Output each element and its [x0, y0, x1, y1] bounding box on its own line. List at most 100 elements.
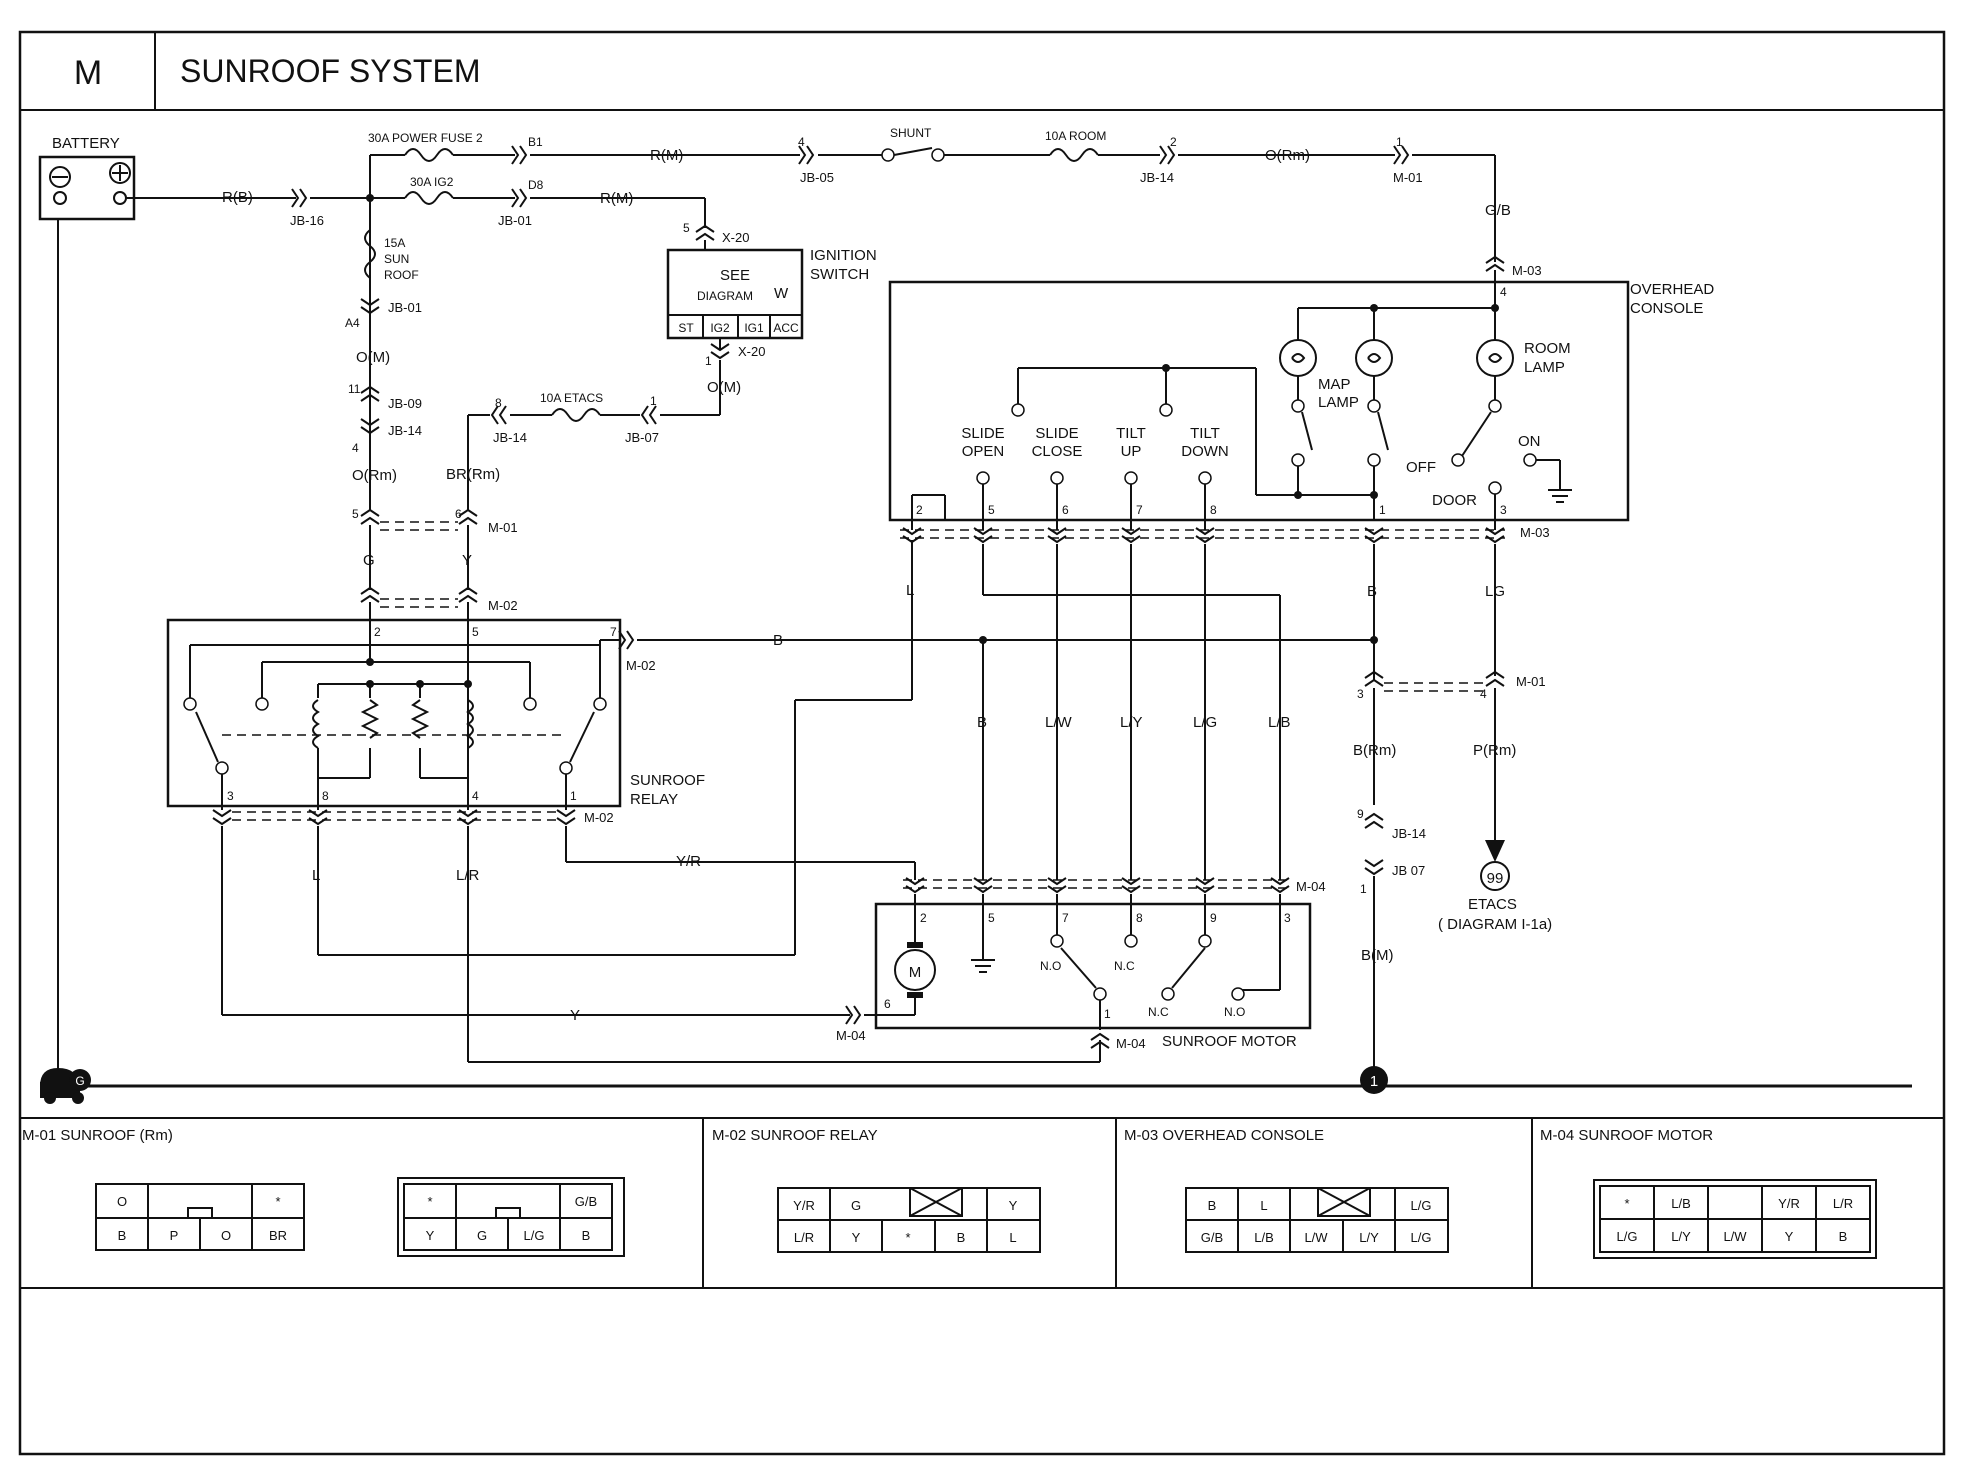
sw-tilt-down-1: TILT: [1190, 425, 1220, 442]
ign-pos-ig2: IG2: [710, 321, 730, 335]
wire-g: G: [363, 552, 375, 569]
page-frame: [18, 30, 1946, 1456]
svg-text:8: 8: [495, 396, 502, 410]
battery-label: BATTERY: [52, 135, 120, 152]
motor-label: SUNROOF MOTOR: [1162, 1033, 1297, 1050]
battery-positive-icon: [109, 162, 131, 184]
sw-tilt-down-2: DOWN: [1181, 443, 1229, 460]
fuse-sunroof-icon: [364, 229, 376, 279]
legend-m02-title: M-02 SUNROOF RELAY: [712, 1127, 878, 1144]
svg-text:4: 4: [1480, 687, 1487, 701]
fuse-etacs-label: 10A ETACS: [540, 391, 603, 405]
m03a-label: M-03: [1512, 263, 1542, 278]
ground-1-label: 1: [1370, 1073, 1378, 1090]
svg-text:2: 2: [920, 911, 927, 925]
etacs-arrow-icon: [1485, 840, 1505, 862]
m03-pin-3: L/G: [1411, 1198, 1432, 1213]
m02a-label: M-02: [488, 598, 518, 613]
m04-pin-1: *: [1624, 1196, 1629, 1211]
map-lamp-2-icon: [1355, 339, 1393, 377]
m01-left-pin-3: B: [118, 1228, 127, 1243]
jb07b-label: JB 07: [1392, 863, 1425, 878]
wire-y: Y: [462, 552, 472, 569]
wire-orm-top: O(Rm): [1265, 147, 1310, 164]
wire-lg-console: L/G: [1193, 714, 1217, 731]
sunroof-relay-box: [166, 618, 622, 808]
motor-no-2: N.O: [1224, 1005, 1245, 1019]
svg-text:4: 4: [352, 441, 359, 455]
etacs-ref-circle: [1480, 861, 1510, 891]
fuse-power2-label: 30A POWER FUSE 2: [368, 131, 483, 145]
wire-orm-fuse: O(Rm): [352, 467, 397, 484]
a4-label: A4: [345, 316, 360, 330]
fuse-power2-icon: [404, 148, 454, 162]
b1-label: B1: [528, 135, 543, 149]
ignition-w: W: [774, 285, 789, 302]
m01-right-pin-4: G: [477, 1228, 487, 1243]
svg-text:3: 3: [227, 789, 234, 803]
svg-text:5: 5: [472, 625, 479, 639]
sw-tilt-up-1: TILT: [1116, 425, 1146, 442]
svg-text:8: 8: [1136, 911, 1143, 925]
legend-m04-title: M-04 SUNROOF MOTOR: [1540, 1127, 1713, 1144]
console-label-2: CONSOLE: [1630, 300, 1703, 317]
fuse-ig2-icon: [404, 191, 454, 205]
relay-coil-1-icon: [312, 699, 320, 749]
svg-text:1: 1: [1379, 503, 1386, 517]
svg-text:11: 11: [348, 382, 361, 396]
sw-slide-close-2: CLOSE: [1032, 443, 1083, 460]
svg-text:6: 6: [455, 507, 462, 521]
m04-pin-7: L/W: [1723, 1229, 1747, 1244]
wire-om-fuse: O(M): [356, 349, 390, 366]
relay-resistor-2-icon: [410, 699, 430, 739]
section-letter: M: [74, 54, 102, 92]
svg-text:8: 8: [322, 789, 329, 803]
relay-resistor-1-icon: [360, 699, 380, 739]
m01-right-pin-2: G/B: [575, 1194, 597, 1209]
motor-nc-1: N.C: [1114, 959, 1135, 973]
x20a-label: X-20: [722, 230, 749, 245]
wire-l-console: L: [906, 582, 914, 599]
legend-m01-title: M-01 SUNROOF (Rm): [22, 1127, 173, 1144]
wire-b-relay: B: [773, 632, 783, 649]
svg-text:9: 9: [1357, 807, 1364, 821]
m04-pin-6: L/Y: [1671, 1229, 1691, 1244]
m04-pin-2: L/B: [1671, 1196, 1691, 1211]
svg-text:1: 1: [570, 789, 577, 803]
m01-left-pin-1: O: [117, 1194, 127, 1209]
ground-g-icon: [69, 1069, 91, 1091]
etacs-label: ETACS: [1468, 896, 1517, 913]
m01-right-pin-3: Y: [426, 1228, 435, 1243]
jb14d-label: JB-14: [1392, 826, 1426, 841]
wire-prm: P(Rm): [1473, 742, 1516, 759]
wire-rm-ig2: R(M): [600, 190, 633, 207]
jb09-label: JB-09: [388, 396, 422, 411]
sw-tilt-up-2: UP: [1121, 443, 1142, 460]
motor-m-label: M: [909, 964, 922, 981]
etacs-num: 99: [1487, 870, 1504, 887]
jb07-label: JB-07: [625, 430, 659, 445]
etacs-ref: ( DIAGRAM I-1a): [1438, 916, 1552, 933]
wire-brm: B(Rm): [1353, 742, 1396, 759]
m02-pin-8: L: [1009, 1230, 1016, 1245]
jb01a-label: JB-01: [498, 213, 532, 228]
svg-text:5: 5: [683, 221, 690, 235]
m04-pin-3: Y/R: [1778, 1196, 1800, 1211]
jb01b-label: JB-01: [388, 300, 422, 315]
m03-pin-2: L: [1260, 1198, 1267, 1213]
fuse-ig2-label: 30A IG2: [410, 175, 454, 189]
m01-top-label: M-01: [1393, 170, 1423, 185]
fuse-sunroof-a: 15A: [384, 236, 405, 250]
wire-om-ign: O(M): [707, 379, 741, 396]
m04-connector-outer: [1593, 1179, 1877, 1259]
sw-slide-open-1: SLIDE: [961, 425, 1004, 442]
svg-text:1: 1: [1396, 135, 1403, 149]
wire-ly: L/Y: [1120, 714, 1143, 731]
wire-lg-etacs: LG: [1485, 583, 1505, 600]
m01-right-connector: [397, 1177, 625, 1257]
m01-right-pin-6: B: [582, 1228, 591, 1243]
m03-pin-6: L/W: [1304, 1230, 1328, 1245]
m01a-label: M-01: [488, 520, 518, 535]
m01-left-pin-2: *: [275, 1194, 280, 1209]
svg-text:1: 1: [1360, 882, 1367, 896]
